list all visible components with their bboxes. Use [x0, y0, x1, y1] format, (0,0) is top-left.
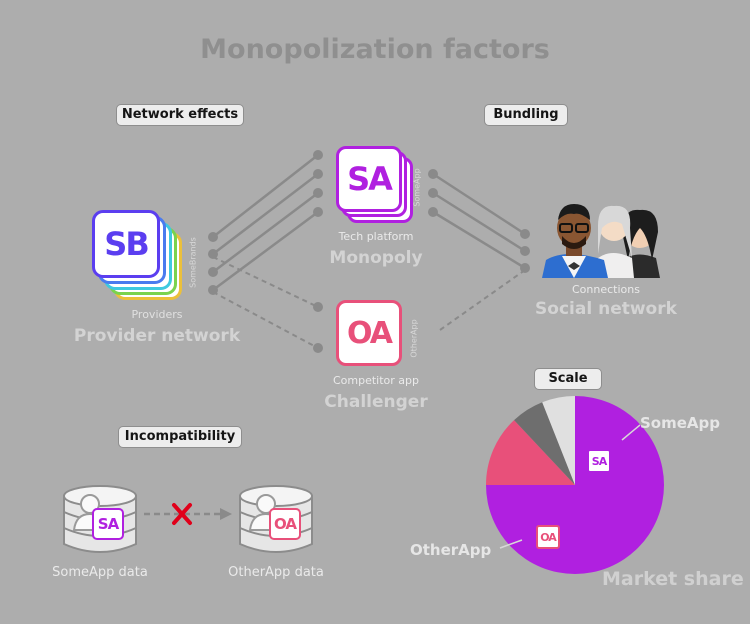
pie-slice-other-3 [542, 396, 575, 485]
competitor-app-label: Competitor app [332, 374, 419, 387]
pie-someapp-label: SomeApp [640, 414, 720, 432]
pie-someapp-logo: SA [587, 449, 611, 473]
tech-platform-label: Tech platform [338, 230, 414, 243]
someapp-data-label: SomeApp data [52, 565, 148, 580]
somebrands-logo: SB [92, 210, 160, 278]
someapp-data-logo: SA [92, 508, 124, 540]
market-share-pie [486, 396, 664, 574]
blocked-transfer-arrow [144, 503, 232, 525]
pie-otherapp-logo: OA [536, 525, 560, 549]
connections-label: Connections [572, 283, 640, 296]
challenger-label: Challenger [324, 392, 428, 412]
people-icon [542, 204, 660, 278]
social-network-label: Social network [535, 299, 677, 319]
platform-logo-stack: SA [336, 146, 416, 226]
otherapp-data-logo: OA [269, 508, 301, 540]
pie-slice-other-2 [514, 402, 575, 485]
providers-label: Providers [131, 308, 183, 321]
otherapp-data-label: OtherApp data [228, 565, 324, 580]
monopoly-label: Monopoly [329, 248, 423, 268]
pie-otherapp-label: OtherApp [410, 541, 492, 559]
pie-slice-otherapp [486, 420, 575, 485]
market-share-label: Market share [602, 568, 744, 590]
provider-network-label: Provider network [73, 326, 241, 346]
scale-badge: Scale [534, 368, 602, 390]
bundling-badge: Bundling [484, 104, 568, 126]
network-effects-badge: Network effects [116, 104, 244, 126]
incompatibility-badge: Incompatibility [118, 426, 242, 448]
page-title: Monopolization factors [200, 34, 550, 65]
provider-logo-stack: SB [92, 210, 192, 310]
otherapp-logo: OA [336, 300, 402, 366]
someapp-logo: SA [336, 146, 402, 212]
blocked-x-icon [172, 503, 192, 525]
